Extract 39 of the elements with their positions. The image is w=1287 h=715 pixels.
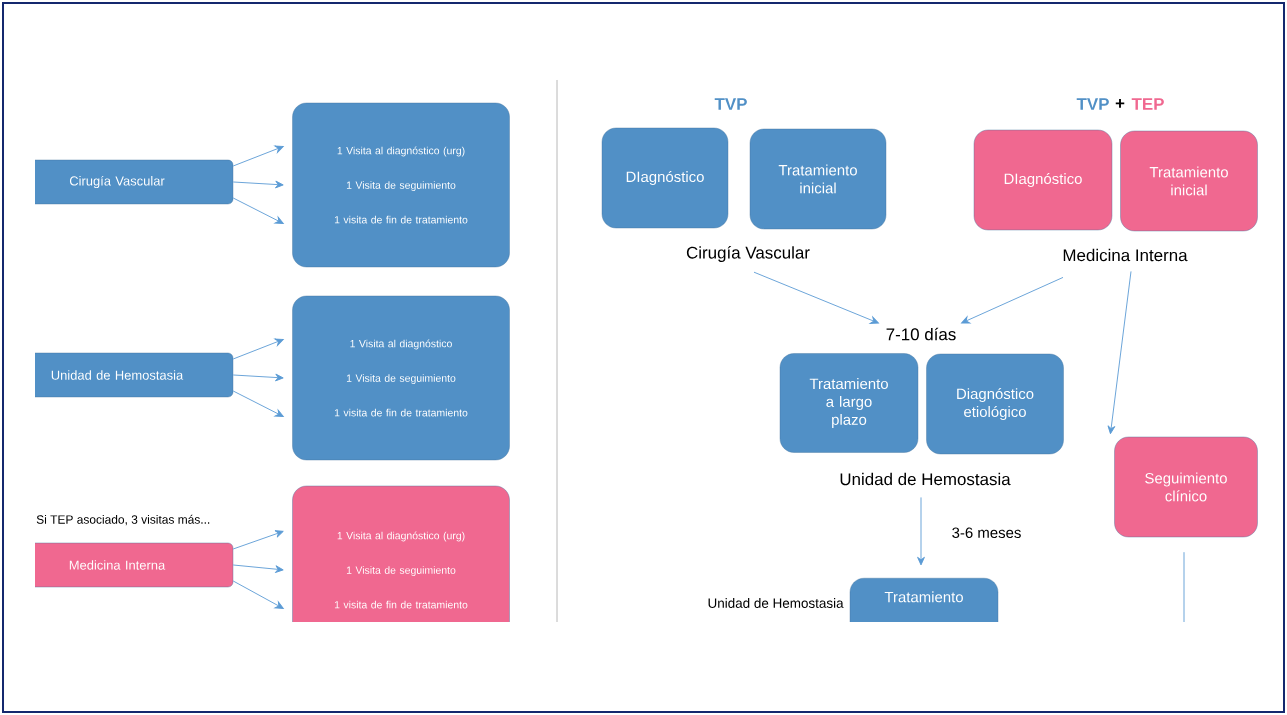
arrow — [232, 197, 284, 224]
process-box: Cirugía Vascular — [35, 159, 234, 205]
text-label: Cirugía Vascular — [686, 246, 810, 262]
heading: TVP — [1076, 98, 1109, 110]
arrow — [232, 390, 284, 417]
text-label: Unidad de Hemostasia — [708, 598, 844, 608]
process-box: Diagnóstico etiológico — [926, 353, 1064, 455]
note-text: Si TEP asociado, 3 visitas más... — [36, 514, 210, 526]
process-box: 1 Visita al diagnóstico (urg) 1 Visita de seguimiento 1 visita de fin de tratamiento — [292, 102, 510, 268]
text-label: Unidad de Hemostasia — [840, 472, 1011, 486]
arrow — [232, 580, 284, 609]
process-box: 1 Visita al diagnóstico (urg) 1 Visita de seguimiento 1 visita de fin de tratamiento — [292, 485, 510, 622]
process-box: Tratamiento inicial — [749, 128, 887, 230]
heading: + — [1115, 99, 1125, 108]
process-box: DIagnóstico — [601, 127, 729, 229]
edge-label: 3-6 meses — [950, 526, 1023, 539]
arrow — [232, 530, 284, 550]
arrow — [232, 145, 284, 167]
process-box: Unidad de Hemostasia — [35, 352, 234, 398]
heading: TEP — [1131, 98, 1164, 110]
process-box: Medicina Interna — [35, 542, 234, 588]
process-box: Tratamiento inicial — [1120, 130, 1258, 232]
process-box: Tratamiento a largo plazo — [779, 353, 919, 453]
process-box: Tratamiento — [849, 578, 999, 622]
text-label: Medicina Interna — [1063, 248, 1188, 262]
arrow — [961, 276, 1064, 324]
arrow — [232, 373, 284, 382]
connector-line — [1183, 551, 1185, 623]
text-label: 7-10 días — [886, 327, 956, 341]
arrow — [232, 180, 284, 189]
arrow — [232, 338, 284, 360]
arrow — [1107, 270, 1132, 435]
arrow — [232, 564, 284, 574]
arrow — [753, 271, 879, 324]
process-box: DIagnóstico — [973, 129, 1113, 231]
process-box: 1 Visita al diagnóstico 1 Visita de seguimiento 1 visita de fin de tratamiento — [292, 295, 510, 461]
heading: TVP — [714, 98, 747, 110]
arrow — [917, 496, 925, 566]
process-box: Seguimiento clínico — [1114, 436, 1258, 538]
